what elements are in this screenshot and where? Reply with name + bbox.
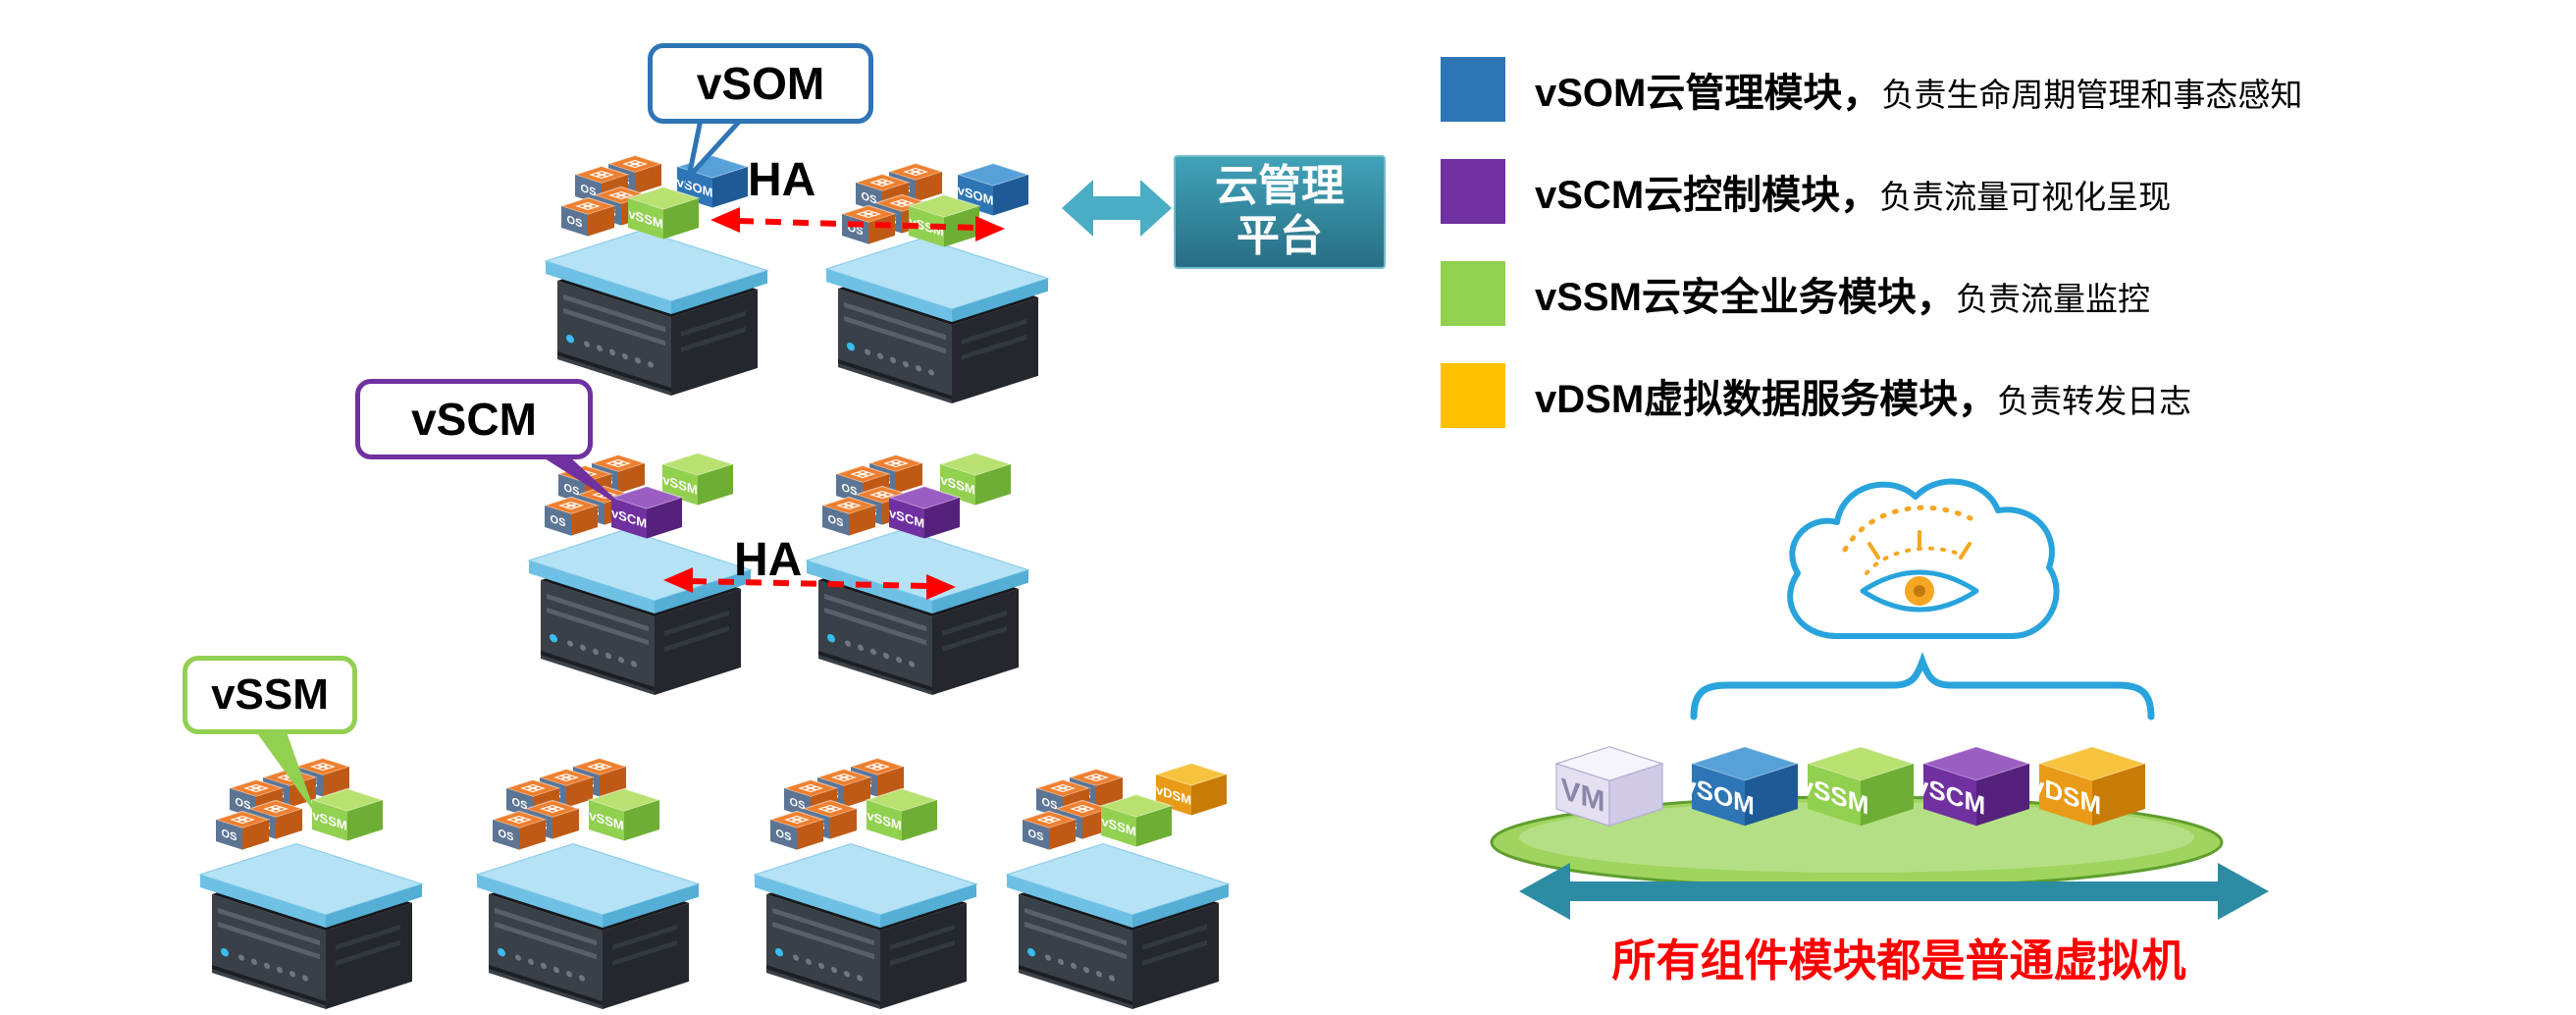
cloud-icon (1787, 478, 2060, 639)
cube-label: OS (499, 828, 514, 844)
module-cube-vsom: vSOM (1682, 746, 1800, 827)
module-cube-vscm: vSCM (1915, 746, 2031, 827)
cube-label: OS (581, 183, 597, 199)
ha-label-middle: HA (734, 534, 803, 586)
legend-swatch-vssm (1441, 261, 1505, 326)
cube-label: OS (236, 796, 251, 813)
callout-vsom-label: vSOM (696, 58, 825, 109)
cube-label: OS (567, 214, 583, 231)
legend-item-vdsm: vDSM虚拟数据服务模块，负责转发日志 (1441, 363, 2302, 428)
legend-title-vscm: vSCM云控制模块， (1535, 174, 1880, 217)
legend-title-vsom: vSOM云管理模块， (1535, 72, 1882, 115)
legend-desc-vdsm: 负责转发日志 (1997, 383, 2192, 419)
brace (1690, 652, 2155, 721)
legend-panel: vSOM云管理模块，负责生命周期管理和事态感知 vSCM云控制模块，负责流量可视… (1441, 57, 2302, 428)
server-ssm: OSOSOSOSvSSMOS (753, 757, 978, 1009)
server-scm: OSOSvSSMOSOSvSCM (805, 452, 1030, 695)
legend-title-vssm: vSSM云安全业务模块， (1535, 276, 1956, 319)
server-ssm: OSOSOSOSvSSMOS (475, 757, 701, 1009)
legend-swatch-vscm (1441, 159, 1505, 224)
vm-note-caption: 所有组件模块都是普通虚拟机 (1611, 935, 2186, 986)
cube-label: OS (790, 796, 806, 813)
app-window-icon (850, 469, 875, 479)
legend-desc-vsom: 负责生命周期管理和事态感知 (1881, 77, 2303, 113)
cloud-mgmt-platform-box: 云管理 平台 (1174, 155, 1386, 269)
cube-label: OS (512, 796, 528, 813)
callout-vscm: vSCM (355, 379, 593, 459)
app-window-icon (869, 490, 895, 500)
legend-item-vscm: vSCM云控制模块，负责流量可视化呈现 (1441, 159, 2302, 224)
vm-cube: VM (1554, 746, 1664, 828)
platform-box-line1: 云管理 (1215, 162, 1344, 211)
app-window-icon (605, 458, 631, 468)
cube-label: OS (1028, 828, 1044, 844)
legend-desc-vscm: 负责流量可视化呈现 (1879, 179, 2172, 215)
callout-tail-vssm (247, 720, 316, 815)
server-ssm: OSOSOSOSvSSMOS (198, 757, 424, 1009)
ha-arrow-top (710, 207, 1005, 241)
callout-vssm-label: vSSM (211, 670, 329, 719)
cube-label: OS (564, 482, 580, 499)
callout-vsom: vSOM (648, 43, 873, 124)
cube-label: OS (862, 190, 877, 207)
platform-box-line2: 平台 (1236, 212, 1323, 260)
app-window-icon (883, 458, 909, 468)
server-som: OSOSvSOMOSOSvSSM (824, 162, 1050, 403)
legend-desc-vssm: 负责流量监控 (1955, 281, 2150, 317)
server-ssm_dsm: OSvDSMOSOSvSSMOS (1005, 762, 1231, 1009)
callout-tail-vscm (518, 442, 630, 512)
module-cube-vdsm: vDSM (2030, 746, 2147, 827)
flow-arrow (1519, 863, 2269, 920)
legend-item-vssm: vSSM云安全业务模块，负责流量监控 (1441, 261, 2302, 326)
cube-label: OS (776, 828, 792, 844)
legend-swatch-vsom (1441, 57, 1505, 122)
ha-arrow-middle (663, 567, 956, 600)
server-scm: OSOSvSSMOSOSvSCM (527, 452, 753, 695)
cube-label: OS (222, 828, 237, 844)
platform-arrow (1062, 180, 1172, 237)
cube-label: OS (551, 513, 566, 530)
ha-label-top: HA (748, 154, 816, 206)
connector-shapes (247, 107, 1172, 815)
callout-vscm-label: vSCM (411, 394, 537, 445)
cube-label: OS (842, 482, 858, 499)
server-som: OSOSvSOMOSOSvSSM (544, 154, 769, 396)
cube-label: OS (1042, 796, 1058, 813)
legend-swatch-vdsm (1441, 363, 1505, 428)
legend-item-vsom: vSOM云管理模块，负责生命周期管理和事态感知 (1441, 57, 2302, 122)
callout-vssm: vSSM (183, 656, 357, 734)
legend-title-vdsm: vDSM虚拟数据服务模块， (1535, 378, 1998, 421)
cube-label: OS (828, 513, 844, 530)
